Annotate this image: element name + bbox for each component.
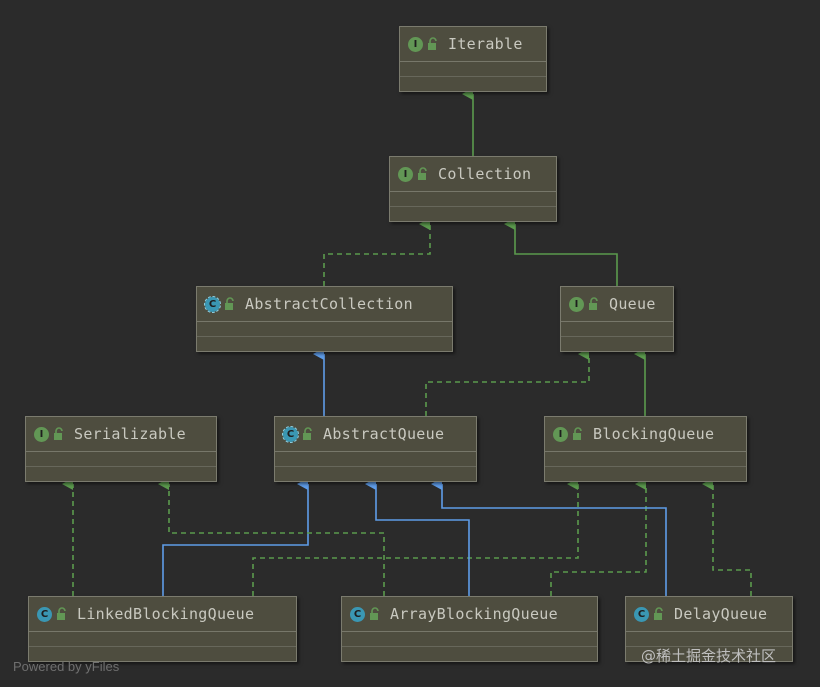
- unlock-icon: [54, 427, 63, 440]
- abstract-class-badge-icon: C: [282, 425, 299, 443]
- node-array-blocking-queue[interactable]: C ArrayBlockingQueue: [341, 596, 598, 662]
- node-abstract-queue[interactable]: C AbstractQueue: [274, 416, 477, 482]
- unlock-icon: [573, 427, 582, 440]
- class-badge-icon: C: [634, 606, 649, 622]
- unlock-icon: [418, 167, 427, 180]
- node-collection[interactable]: I Collection: [389, 156, 557, 222]
- unlock-icon: [57, 607, 66, 620]
- node-blocking-queue[interactable]: I BlockingQueue: [544, 416, 747, 482]
- node-serializable[interactable]: I Serializable: [25, 416, 217, 482]
- edge-queue-to-collection: [504, 218, 618, 286]
- node-label: ArrayBlockingQueue: [390, 605, 558, 623]
- edge-array-blocking-queue-to-abstract-queue: [365, 478, 470, 596]
- unlock-icon: [654, 607, 663, 620]
- edge-array-blocking-queue-to-blocking-queue: [550, 478, 647, 596]
- abstract-class-badge-icon: C: [204, 295, 221, 313]
- node-iterable[interactable]: I Iterable: [399, 26, 547, 92]
- edge-array-blocking-queue-to-serializable: [158, 478, 385, 596]
- interface-badge-icon: I: [34, 426, 49, 442]
- node-label: DelayQueue: [674, 605, 768, 623]
- watermark: @稀土掘金技术社区: [641, 647, 777, 665]
- edge-abstract-queue-to-queue: [425, 348, 590, 416]
- node-label: Iterable: [448, 35, 523, 53]
- node-label: AbstractCollection: [245, 295, 413, 313]
- interface-badge-icon: I: [398, 166, 413, 182]
- node-label: Collection: [438, 165, 532, 183]
- node-label: BlockingQueue: [593, 425, 715, 443]
- edge-delay-queue-to-blocking-queue: [702, 478, 752, 596]
- interface-badge-icon: I: [569, 296, 584, 312]
- edge-linked-blocking-queue-to-blocking-queue: [252, 478, 579, 596]
- interface-badge-icon: I: [553, 426, 568, 442]
- node-label: AbstractQueue: [323, 425, 445, 443]
- node-label: Queue: [609, 295, 656, 313]
- yfiles-credit: Powered by yFiles: [13, 659, 120, 674]
- unlock-icon: [428, 37, 437, 50]
- node-abstract-collection[interactable]: C AbstractCollection: [196, 286, 453, 352]
- node-label: Serializable: [74, 425, 186, 443]
- class-badge-icon: C: [350, 606, 365, 622]
- edge-linked-blocking-queue-to-abstract-queue: [162, 478, 309, 596]
- unlock-icon: [303, 427, 312, 440]
- node-delay-queue[interactable]: C DelayQueue: [625, 596, 793, 662]
- node-queue[interactable]: I Queue: [560, 286, 674, 352]
- unlock-icon: [370, 607, 379, 620]
- node-label: LinkedBlockingQueue: [77, 605, 255, 623]
- interface-badge-icon: I: [408, 36, 423, 52]
- edge-delay-queue-to-abstract-queue: [431, 478, 667, 596]
- node-linked-blocking-queue[interactable]: C LinkedBlockingQueue: [28, 596, 297, 662]
- edge-abstract-collection-to-collection: [323, 218, 431, 286]
- unlock-icon: [225, 297, 234, 310]
- class-badge-icon: C: [37, 606, 52, 622]
- unlock-icon: [589, 297, 598, 310]
